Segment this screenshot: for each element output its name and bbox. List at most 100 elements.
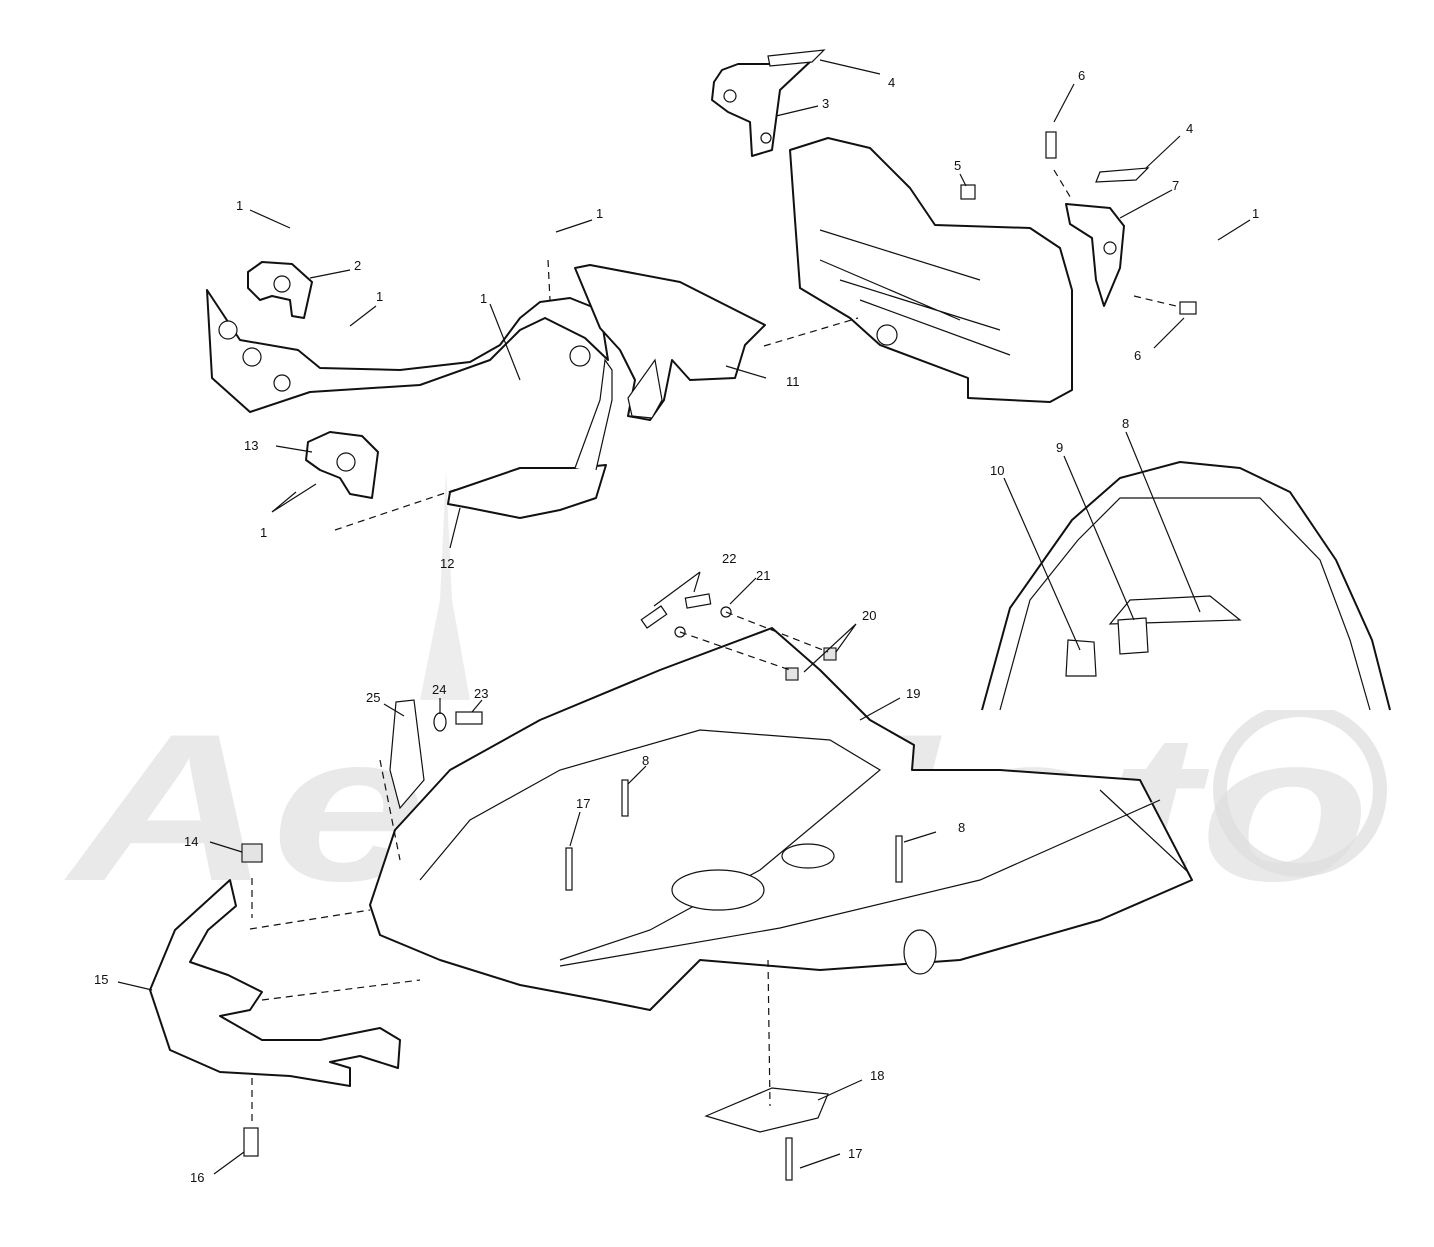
callout-23: 23 bbox=[474, 686, 488, 701]
leader bbox=[959, 173, 967, 187]
washer-24 bbox=[433, 712, 447, 732]
bracket-2-hole bbox=[273, 275, 291, 293]
callout-4: 4 bbox=[1186, 121, 1193, 136]
leader bbox=[383, 703, 405, 717]
dashed-line bbox=[767, 959, 771, 1107]
callout-8: 8 bbox=[958, 820, 965, 835]
leader bbox=[213, 1151, 245, 1175]
leader bbox=[799, 1153, 841, 1169]
support-12 bbox=[447, 464, 607, 519]
leader bbox=[729, 577, 757, 605]
plate-25 bbox=[389, 699, 425, 810]
dashed-line bbox=[1133, 295, 1177, 307]
bolt-16 bbox=[243, 1127, 259, 1157]
inset-bracket-9 bbox=[1117, 617, 1149, 655]
assembly-lines bbox=[249, 169, 1177, 1122]
leader bbox=[803, 623, 857, 673]
callout-1: 1 bbox=[1252, 206, 1259, 221]
leader bbox=[1053, 83, 1075, 123]
dashed-line bbox=[249, 909, 371, 930]
leader bbox=[117, 981, 153, 991]
bracket-7-hole bbox=[1103, 241, 1117, 255]
leader bbox=[859, 697, 901, 721]
rivet-17a bbox=[565, 847, 573, 891]
leader-lines bbox=[117, 59, 1251, 1175]
callout-8: 8 bbox=[642, 753, 649, 768]
callout-7: 7 bbox=[1172, 178, 1179, 193]
callout-4: 4 bbox=[888, 75, 895, 90]
nut-20 bbox=[823, 647, 837, 661]
rivet-8b bbox=[621, 779, 629, 817]
callout-1: 1 bbox=[376, 289, 383, 304]
callout-21: 21 bbox=[756, 568, 770, 583]
plate-4a bbox=[767, 49, 826, 67]
bracket-7 bbox=[1065, 203, 1125, 307]
rivet-17b bbox=[785, 1137, 793, 1181]
leader bbox=[209, 841, 243, 853]
nut-14 bbox=[241, 843, 263, 863]
hood-19-opening bbox=[671, 869, 765, 911]
frame-hole bbox=[273, 374, 291, 392]
leader bbox=[725, 365, 767, 379]
leader bbox=[1063, 455, 1135, 621]
bulkhead-hole bbox=[876, 324, 898, 346]
leader bbox=[275, 445, 313, 453]
nut-5 bbox=[960, 184, 976, 200]
rivet-8c bbox=[895, 835, 903, 883]
frame-hole bbox=[242, 347, 262, 367]
leader bbox=[471, 699, 483, 713]
dashed-line bbox=[763, 317, 859, 347]
leader bbox=[627, 765, 647, 785]
leader bbox=[449, 507, 461, 549]
callout-10: 10 bbox=[990, 463, 1004, 478]
leader bbox=[903, 831, 937, 843]
leader bbox=[775, 105, 819, 117]
callout-20: 20 bbox=[862, 608, 876, 623]
inset-bracket-10 bbox=[1065, 639, 1097, 677]
bulkhead bbox=[789, 137, 1073, 403]
callout-14: 14 bbox=[184, 834, 198, 849]
leader bbox=[1125, 431, 1201, 613]
callout-5: 5 bbox=[954, 158, 961, 173]
frame-hole bbox=[569, 345, 591, 367]
leader bbox=[555, 219, 593, 233]
callout-1: 1 bbox=[596, 206, 603, 221]
leader bbox=[349, 305, 377, 327]
dashed-line bbox=[679, 631, 791, 671]
callout-1: 1 bbox=[236, 198, 243, 213]
leader bbox=[271, 483, 317, 513]
frame-rail bbox=[206, 289, 609, 413]
leader bbox=[569, 811, 581, 847]
front-frame-assembly bbox=[206, 261, 766, 519]
leader bbox=[309, 269, 351, 279]
callout-24: 24 bbox=[432, 682, 446, 697]
bracket-13-hole bbox=[336, 452, 356, 472]
mount-11 bbox=[574, 264, 766, 421]
leader bbox=[249, 209, 291, 229]
leader bbox=[653, 571, 701, 607]
leader bbox=[1145, 135, 1181, 169]
leader bbox=[1119, 189, 1173, 219]
hood-19-opening bbox=[781, 843, 835, 869]
skid-plate-18 bbox=[704, 1087, 829, 1133]
leader bbox=[1217, 219, 1251, 241]
bolt-22a bbox=[640, 605, 668, 629]
leader bbox=[819, 59, 881, 75]
dashed-line bbox=[725, 611, 829, 653]
callout-2: 2 bbox=[354, 258, 361, 273]
callout-15: 15 bbox=[94, 972, 108, 987]
leader bbox=[1153, 317, 1185, 349]
bracket-3-hole bbox=[723, 89, 737, 103]
leader bbox=[1003, 477, 1081, 651]
nosepan-assembly bbox=[149, 593, 1193, 1181]
bracket-3-hole bbox=[760, 132, 772, 144]
callout-18: 18 bbox=[870, 1068, 884, 1083]
callout-13: 13 bbox=[244, 438, 258, 453]
inset-bracket-8 bbox=[1108, 595, 1242, 625]
leader bbox=[489, 303, 521, 381]
plate-4b bbox=[1095, 167, 1150, 183]
callout-8: 8 bbox=[1122, 416, 1129, 431]
watermark-spire bbox=[420, 470, 470, 700]
dashed-line bbox=[379, 759, 401, 861]
